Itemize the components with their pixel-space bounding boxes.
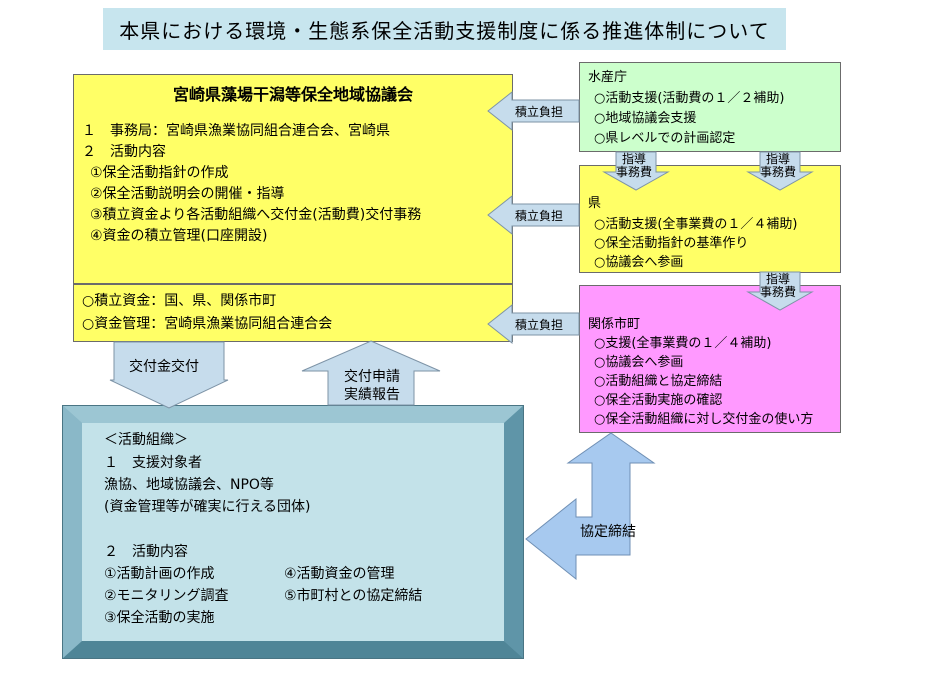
accumulate-arrow-prefecture xyxy=(487,194,580,236)
grant-label: 交付金交付 xyxy=(129,359,199,375)
fund-line: ○資金管理：宮崎県漁業協同組合連合会 xyxy=(82,316,333,332)
council-line: ２ 活動内容 xyxy=(82,144,166,160)
guidance-label: 指導 事務費 xyxy=(616,153,652,179)
accumulate-label: 積立負担 xyxy=(515,105,564,119)
application-label-line2: 実績報告 xyxy=(344,387,400,403)
council-line: ④資金の積立管理(口座開設) xyxy=(90,228,268,244)
application-arrow xyxy=(301,340,441,406)
municipality-box: 関係市町 ○支援(全事業費の１／４補助) ○協議会へ参画 ○活動組織と協定締結 … xyxy=(579,285,841,433)
prefecture-line: ○保全活動指針の基準作り xyxy=(594,236,749,251)
municipality-line: ○保全活動実施の確認 xyxy=(594,393,723,408)
accumulate-label: 積立負担 xyxy=(515,209,564,223)
guidance-arrow-agency-right xyxy=(746,151,814,191)
agency-line: ○活動支援(活動費の１／２補助) xyxy=(594,91,785,106)
activity-item: ②モニタリング調査 xyxy=(104,588,229,604)
guidance-label-line1: 指導 xyxy=(622,152,647,166)
council-box: 宮崎県藻場干潟等保全地域協議会 １ 事務局：宮崎県漁業協同組合連合会、宮崎県 ２… xyxy=(73,74,513,284)
council-line: ①保全活動指針の作成 xyxy=(90,165,229,181)
municipality-name: 関係市町 xyxy=(588,317,641,332)
activity-item: ⑤市町村との協定締結 xyxy=(284,588,423,604)
fisheries-agency-box: 水産庁 ○活動支援(活動費の１／２補助) ○地域協議会支援 ○県レベルでの計画認… xyxy=(579,62,841,152)
agreement-label: 協定締結 xyxy=(580,524,636,540)
accumulate-arrow-agency xyxy=(487,90,580,132)
application-label-line1: 交付申請 xyxy=(344,369,400,385)
accumulate-arrow-municipality xyxy=(487,303,580,345)
guidance-arrow-agency-left xyxy=(602,151,670,191)
municipality-line: ○協議会へ参画 xyxy=(594,355,684,370)
guidance-label-line1: 指導 xyxy=(766,152,791,166)
council-line: ③積立資金より各活動組織へ交付金(活動費)交付事務 xyxy=(90,207,422,223)
guidance-label-line2: 事務費 xyxy=(760,285,797,299)
guidance-arrow-prefecture xyxy=(746,271,814,311)
activity-org-line: 漁協、地域協議会、NPO等 xyxy=(104,477,274,493)
prefecture-name: 県 xyxy=(588,196,602,211)
grant-arrow xyxy=(109,341,229,409)
activity-org-bevel xyxy=(62,405,524,659)
activity-org-box: ＜活動組織＞ １ 支援対象者 漁協、地域協議会、NPO等 (資金管理等が確実に行… xyxy=(82,423,504,641)
prefecture-line: ○協議会へ参画 xyxy=(594,255,684,270)
accumulate-label: 積立負担 xyxy=(515,318,564,332)
agency-line: ○県レベルでの計画認定 xyxy=(594,131,736,146)
activity-org-line: (資金管理等が確実に行える団体) xyxy=(104,499,311,515)
guidance-label: 指導 事務費 xyxy=(760,273,796,299)
activity-item: ③保全活動の実施 xyxy=(104,610,215,626)
agreement-arrow xyxy=(525,432,656,581)
guidance-label-line1: 指導 xyxy=(766,272,791,286)
council-line: ②保全活動説明会の開催・指導 xyxy=(90,186,285,202)
guidance-label-line2: 事務費 xyxy=(760,165,797,179)
activity-org-line: ２ 活動内容 xyxy=(104,544,188,560)
agency-name: 水産庁 xyxy=(588,70,628,85)
application-label: 交付申請 実績報告 xyxy=(344,368,400,404)
fund-line: ○積立資金：国、県、関係市町 xyxy=(82,293,277,309)
activity-item: ①活動計画の作成 xyxy=(104,566,215,582)
municipality-line: ○活動組織と協定締結 xyxy=(594,374,723,389)
guidance-label: 指導 事務費 xyxy=(760,153,796,179)
page-title: 本県における環境・生態系保全活動支援制度に係る推進体制について xyxy=(103,8,786,50)
council-fund-box: ○積立資金：国、県、関係市町 ○資金管理：宮崎県漁業協同組合連合会 xyxy=(73,284,513,342)
agency-line: ○地域協議会支援 xyxy=(594,111,697,126)
council-name: 宮崎県藻場干潟等保全地域協議会 xyxy=(172,85,413,104)
activity-org-heading: ＜活動組織＞ xyxy=(104,432,188,448)
guidance-label-line2: 事務費 xyxy=(616,165,653,179)
prefecture-line: ○活動支援(全事業費の１／４補助) xyxy=(594,217,798,232)
municipality-line: ○支援(全事業費の１／４補助) xyxy=(594,336,772,351)
council-line: １ 事務局：宮崎県漁業協同組合連合会、宮崎県 xyxy=(82,123,390,139)
activity-item: ④活動資金の管理 xyxy=(284,566,395,582)
activity-org-line: １ 支援対象者 xyxy=(104,455,202,471)
municipality-line: ○保全活動組織に対し交付金の使い方 xyxy=(594,412,814,427)
